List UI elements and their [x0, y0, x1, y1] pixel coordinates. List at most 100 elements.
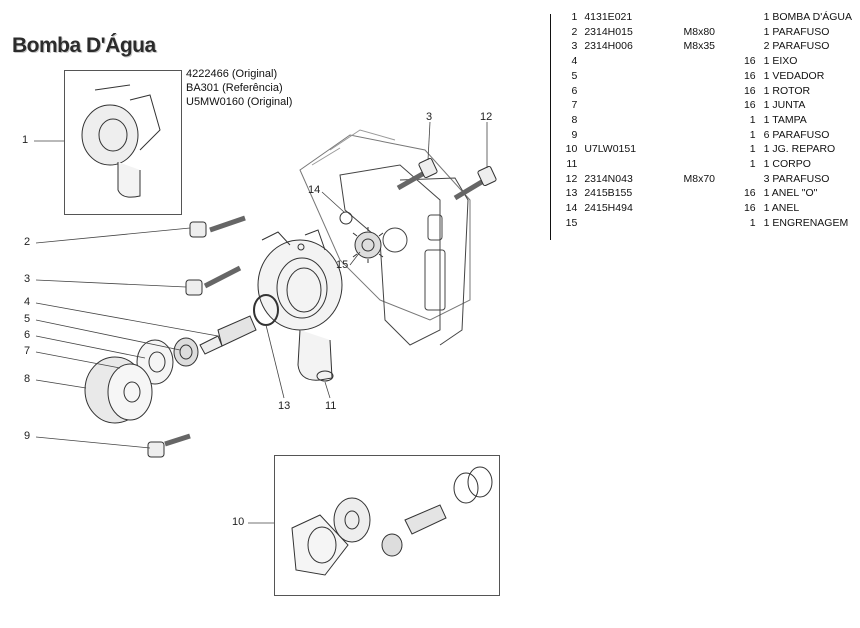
parts-table: 1 4131E021 1 BOMBA D'ÁGUA 2 2314H015 M8x80 1 P… [552, 10, 852, 231]
callout-7: 7 [24, 345, 31, 357]
part-description: 1 VEDADOR [763, 69, 825, 82]
parts-row: 15 1 1 ENGRENAGEM [552, 216, 852, 231]
part-description: 1 EIXO [763, 55, 798, 68]
pump-assembly-drawing [81, 84, 161, 198]
part-number: 5 [571, 69, 578, 82]
part-code: 4131E021 [584, 11, 633, 23]
parts-row: 6 16 1 ROTOR [552, 84, 852, 99]
parts-row: 2 2314H015 M8x80 1 PARAFUSO [552, 25, 852, 40]
part-code: 2415B155 [584, 187, 633, 200]
callout-15: 15 [336, 259, 349, 271]
part-qty: 1 [749, 143, 756, 156]
part-description: 1 BOMBA D'ÁGUA [763, 11, 852, 23]
part-qty: 1 [749, 128, 756, 141]
part-qty: 16 [743, 84, 756, 97]
part-code: 2314H006 [584, 40, 633, 53]
part-code: 2314H015 [584, 25, 633, 38]
part-qty: 1 [749, 113, 756, 126]
part-number: 8 [571, 113, 578, 126]
callout-2: 2 [24, 236, 31, 248]
parts-row: 1 4131E021 1 BOMBA D'ÁGUA [552, 10, 852, 25]
part-number: 12 [565, 172, 578, 185]
part-description: 1 TAMPA [763, 113, 807, 126]
callout-12: 12 [480, 111, 493, 123]
part-spec: M8x35 [683, 40, 716, 53]
part-spec: M8x70 [683, 172, 716, 185]
callout-5: 5 [24, 313, 31, 325]
part-number: 14 [565, 202, 578, 215]
part-number: 15 [565, 216, 578, 229]
shaft-drawing [199, 315, 257, 355]
part-description: 1 ANEL "O" [763, 187, 818, 200]
parts-list: 1 4131E021 1 BOMBA D'ÁGUA 2 2314H015 M8x80 1 P… [552, 10, 852, 231]
part-spec: M8x80 [683, 25, 716, 38]
parts-list-divider [550, 14, 551, 240]
cover-drawing [84, 356, 153, 424]
part-number: 13 [565, 187, 578, 200]
o-ring-drawing [339, 211, 353, 225]
callout-8: 8 [24, 373, 31, 385]
part-qty: 16 [743, 187, 756, 200]
parts-row: 14 2415H494 16 1 ANEL [552, 201, 852, 216]
parts-row: 8 1 1 TAMPA [552, 113, 852, 128]
callout-13: 13 [278, 400, 291, 412]
part-qty: 16 [743, 99, 756, 112]
part-number: 10 [565, 143, 578, 156]
part-number: 3 [571, 40, 578, 53]
bolt-drawing [453, 165, 497, 201]
reference-code: U5MW0160 (Original) [186, 96, 293, 108]
parts-row: 7 16 1 JUNTA [552, 98, 852, 113]
rotor-drawing [173, 337, 199, 367]
bolt-drawing [396, 157, 438, 191]
callout-10: 10 [232, 516, 245, 528]
gear-drawing [352, 227, 384, 263]
part-number: 1 [571, 11, 578, 23]
part-qty: 16 [743, 202, 756, 215]
part-description: 1 ANEL [763, 202, 800, 215]
parts-row: 13 2415B155 16 1 ANEL "O" [552, 186, 852, 201]
part-description: 1 ENGRENAGEM [763, 216, 849, 229]
callout-11: 11 [325, 400, 337, 412]
part-description: 2 PARAFUSO [763, 40, 830, 53]
part-description: 1 PARAFUSO [763, 25, 830, 38]
callout-6: 6 [24, 329, 31, 341]
callout-4: 4 [24, 296, 31, 308]
part-qty: 1 [749, 158, 756, 171]
pump-assembly-box [64, 70, 182, 215]
repair-kit-drawing [291, 466, 493, 576]
repair-kit-box [274, 455, 500, 596]
part-number: 7 [571, 99, 578, 112]
part-description: 1 CORPO [763, 158, 811, 171]
part-number: 6 [571, 84, 578, 97]
part-description: 3 PARAFUSO [763, 172, 830, 185]
callout-14: 14 [308, 184, 321, 196]
reference-code: 4222466 (Original) [186, 68, 278, 80]
page-title: Bomba D'Água [12, 34, 156, 57]
pump-body-drawing [257, 229, 343, 382]
leader-lines [34, 121, 488, 524]
parts-row: 5 16 1 VEDADOR [552, 69, 852, 84]
part-number: 2 [571, 25, 578, 38]
part-code: 2415H494 [584, 202, 633, 215]
part-qty: 1 [749, 216, 756, 229]
part-number: 11 [566, 158, 578, 171]
parts-row: 9 1 6 PARAFUSO [552, 128, 852, 143]
part-code: U7LW0151 [584, 143, 637, 156]
callout-3-top: 3 [426, 111, 433, 123]
part-description: 6 PARAFUSO [763, 128, 830, 141]
callout-9: 9 [24, 430, 31, 442]
part-number: 9 [571, 128, 578, 141]
bolt-drawing [185, 265, 242, 296]
part-description: 1 JUNTA [763, 99, 806, 112]
part-code: 2314N043 [584, 172, 633, 185]
part-number: 4 [571, 55, 578, 68]
bolt-drawing [147, 433, 191, 458]
part-qty: 16 [743, 69, 756, 82]
parts-row: 12 2314N043 M8x70 3 PARAFUSO [552, 172, 852, 187]
part-description: 1 ROTOR [763, 84, 811, 97]
callout-3: 3 [24, 273, 31, 285]
